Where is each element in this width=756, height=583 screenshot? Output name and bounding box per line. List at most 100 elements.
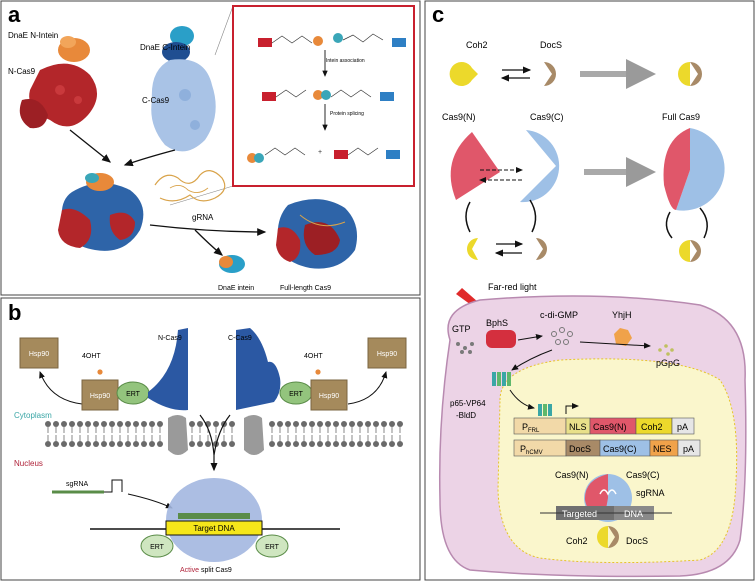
lipid-head [117,421,123,427]
lipid-head [221,441,227,447]
lipid-head [109,421,115,427]
docs-shape [544,62,556,86]
projection-line-bottom [169,185,234,206]
arrow-release-intein [194,229,223,256]
lipid-head [341,441,347,447]
n-cas9-label-b: N-Cas9 [158,335,182,342]
coh2-box-label: Coh2 [641,422,663,432]
lipid-head [325,421,331,427]
lipid-head [189,441,195,447]
lipid-head [61,421,67,427]
pa1-label: pA [677,422,688,432]
bphs-protein [486,330,516,348]
linker-c [529,199,537,233]
splicing-inset: Intein association Protein splicing + [232,5,415,187]
coh2-docs-cell [597,526,619,548]
ert-bottom-left-label: ERT [150,544,165,551]
lipid-head [85,441,91,447]
dnae-c-intein-structure [162,26,194,62]
sgrna-bound [178,513,250,519]
arrow-to-full-length [149,224,267,236]
lipid-head [317,441,323,447]
4oht-right-molecule [315,369,321,375]
hsp90-free-right [367,337,407,369]
arrow-c-to-complex [123,149,176,167]
lipid-head [45,441,51,447]
inset-step1-label: Intein association [326,58,365,64]
linker-n [465,201,471,233]
panel-c: c Coh2 DocS Cas9(N) Cas9(C) Full Cas9 [424,0,755,581]
ert-bottom-right-label: ERT [265,544,280,551]
panel-a: a DnaE N-Intein N-Cas9 DnaE C-Intein C-C… [0,0,421,296]
arrow-hsp90-release-left [39,371,83,405]
c-cas9-label-b: C-Cas9 [228,335,252,342]
n-cas9-label: N-Cas9 [8,67,36,76]
lipid-head [157,441,163,447]
lipid-head [125,421,131,427]
coh2-on-cas9n [467,238,478,260]
sgrna-hairpin [104,479,123,493]
lipid-head [285,421,291,427]
transcription-start-arrow [565,403,579,414]
lipid-head [381,421,387,427]
lipid-head [149,441,155,447]
lipid-head [101,441,107,447]
lipid-head [357,441,363,447]
lipid-head [53,421,59,427]
lipid-head [381,441,387,447]
hsp90-free-right-label: Hsp90 [377,351,397,358]
gtp-dots [456,342,474,354]
lipid-head [269,441,275,447]
hsp90-bound-left-label: Hsp90 [90,393,110,400]
cas9n-half [450,132,500,200]
sgrna-cell-label: sgRNA [636,488,665,498]
grna-structure [154,170,226,202]
cas9c-box-label: Cas9(C) [603,444,637,454]
docs-title: DocS [540,40,562,50]
lipid-head [197,421,203,427]
lipid-head [277,421,283,427]
nucleus-label-b: Nucleus [14,459,43,468]
panel-b: b Hsp90 4OHT Hsp90 ERT N-Cas9 C-Cas9 4OH… [0,297,421,581]
dnae-intein-label: DnaE intein [218,285,254,292]
nuclear-pore-right [244,415,264,455]
gtp-label: GTP [452,324,471,334]
lipid-head [205,441,211,447]
released-intein-structure [219,255,245,273]
dnae-c-intein-label: DnaE C-Intein [140,43,190,52]
lipid-head [149,421,155,427]
lipid-head [341,421,347,427]
target-dna-box [165,520,263,536]
far-red-light-bolt [456,288,490,322]
cdigmp-dots [551,327,573,345]
full-length-cas9-structure [276,199,358,269]
cas9n-cell-label: Cas9(N) [555,470,589,480]
p65-vp64-bldd-protein [492,372,511,386]
lipid-head [277,441,283,447]
nls-label: NLS [569,422,587,432]
promoter-bound-protein [538,404,552,416]
c-cas9-structure [151,59,216,152]
bldd-label: -BldD [456,411,476,420]
lipid-head [349,441,355,447]
lipid-head [333,421,339,427]
lipid-head [141,441,147,447]
assembled-complex-structure [58,173,144,251]
c-cas9-shape [236,328,281,410]
4oht-left-label: 4OHT [82,353,101,360]
arrow-hsp90-release-right [347,371,388,405]
hsp90-bound-right-label: Hsp90 [319,393,339,400]
grna-label: gRNA [192,213,214,222]
bphs-label: BphS [486,318,508,328]
lipid-head [133,441,139,447]
lipid-head [125,441,131,447]
panel-b-letter: b [8,300,21,325]
pgpg-label: pGpG [656,358,680,368]
ert-left-label: ERT [126,391,141,398]
lipid-head [301,421,307,427]
yhjh-label: YhjH [612,310,632,320]
4oht-left-molecule [97,369,103,375]
coh2-docs-bound [678,62,702,86]
lipid-head [389,441,395,447]
cas9c-half [520,130,560,203]
